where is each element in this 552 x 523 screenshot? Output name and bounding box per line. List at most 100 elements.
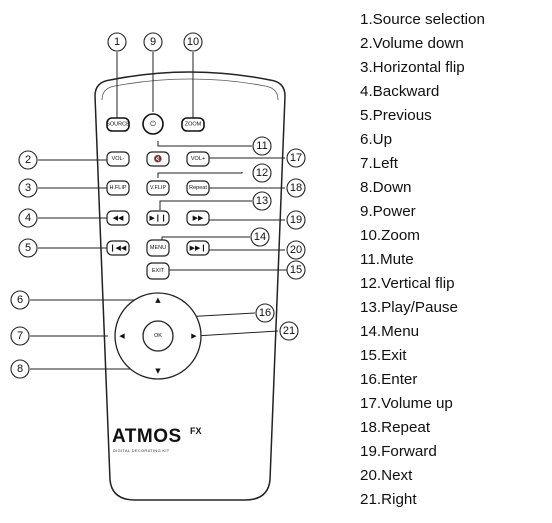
exit-label: EXIT [152,268,165,274]
svg-text:4: 4 [25,212,31,224]
callout-18: 18 [286,178,306,198]
callout-2: 2 [18,150,38,170]
svg-text:10: 10 [187,36,199,48]
next-button[interactable]: ▶▶❙ [186,240,210,256]
play-pause-icon: ▶❙❙ [149,214,166,222]
mute-icon: 🔇 [154,154,163,163]
svg-text:6: 6 [17,294,23,306]
ok-button[interactable]: OK [142,320,174,352]
zoom-button[interactable]: ZOOM [181,117,205,132]
legend-item: 13.Play/Pause [360,299,458,316]
horizontal-flip-button[interactable]: H.FLIP [106,180,130,196]
callout-3: 3 [18,178,38,198]
svg-text:13: 13 [256,195,268,207]
vertical-flip-button[interactable]: V.FLIP [146,180,170,196]
callout-19: 19 [286,210,306,230]
callout-21: 21 [279,321,299,341]
forward-button[interactable]: ▶▶ [186,210,210,226]
svg-text:3: 3 [25,182,31,194]
svg-text:19: 19 [290,214,302,226]
volume-up-label: VOL+ [191,156,205,162]
legend-item: 2.Volume down [360,35,464,52]
down-arrow-icon: ▼ [155,367,161,375]
callout-7: 7 [10,326,30,346]
repeat-label: Repeat [189,185,207,191]
svg-text:20: 20 [290,244,302,256]
zoom-button-label: ZOOM [185,122,202,128]
remote-body-inner-edge [101,78,279,101]
legend-item: 5.Previous [360,107,432,124]
callout-10: 10 [183,32,203,52]
backward-button[interactable]: ◀◀ [106,210,130,226]
brand-name: ATMOS [112,426,182,447]
svg-text:1: 1 [114,36,120,48]
legend-item: 19.Forward [360,443,437,460]
left-arrow-icon: ◀ [119,332,125,340]
up-button[interactable]: ▲ [155,296,161,304]
down-button[interactable]: ▼ [155,367,161,375]
legend-item: 3.Horizontal flip [360,59,465,76]
callout-9: 9 [143,32,163,52]
legend-item: 14.Menu [360,323,420,340]
right-arrow-icon: ▶ [191,332,197,340]
callout-6: 6 [10,290,30,310]
exit-button[interactable]: EXIT [146,262,170,280]
horizontal-flip-label: H.FLIP [109,185,126,191]
next-icon: ▶▶❙ [190,244,207,252]
svg-text:2: 2 [25,154,31,166]
legend-item: 17.Volume up [360,395,453,412]
vertical-flip-label: V.FLIP [150,185,167,191]
legend-item: 9.Power [360,203,416,220]
mute-button[interactable]: 🔇 [146,151,170,167]
power-button[interactable]: ⏻ [142,113,164,135]
brand-tagline: DIGITAL DECORATING KIT [113,448,170,453]
volume-up-button[interactable]: VOL+ [186,151,210,167]
brand-logo: ATMOS FX DIGITAL DECORATING KIT [112,426,202,453]
ok-label: OK [154,333,162,339]
function-legend: 1.Source selection 2.Volume down 3.Horiz… [360,8,485,512]
callout-4: 4 [18,208,38,228]
right-button[interactable]: ▶ [191,332,197,340]
repeat-button[interactable]: Repeat [186,180,210,196]
play-pause-button[interactable]: ▶❙❙ [146,210,170,226]
source-button[interactable]: SOURCE [106,117,130,132]
callout-5: 5 [18,238,38,258]
callout-1: 1 [107,32,127,52]
up-arrow-icon: ▲ [155,296,161,304]
legend-item: 12.Vertical flip [360,275,455,292]
callout-11: 11 [252,136,272,156]
legend-item: 6.Up [360,131,393,148]
legend-item: 7.Left [360,155,398,172]
callout-20: 20 [286,240,306,260]
menu-button[interactable]: MENU [146,239,170,257]
legend-item: 4.Backward [360,83,440,100]
svg-text:7: 7 [17,330,23,342]
callout-16: 16 [255,303,275,323]
legend-item: 15.Exit [360,347,407,364]
svg-text:8: 8 [17,363,23,375]
forward-icon: ▶▶ [193,214,204,222]
legend-item: 1.Source selection [360,11,485,28]
remote-body [94,71,286,501]
callout-8: 8 [10,359,30,379]
legend-item: 11.Mute [360,251,414,268]
svg-text:18: 18 [290,182,302,194]
brand-suffix: FX [190,426,202,436]
volume-down-button[interactable]: VOL- [106,151,130,167]
svg-text:11: 11 [256,140,267,152]
callout-15: 15 [286,260,306,280]
legend-item: 18.Repeat [360,419,431,436]
callout-13: 13 [252,191,272,211]
previous-button[interactable]: ❙◀◀ [106,240,130,256]
callout-17: 17 [286,148,306,168]
legend-item: 20.Next [360,467,413,484]
svg-text:15: 15 [290,264,302,276]
callout-14: 14 [250,227,270,247]
svg-text:5: 5 [25,242,31,254]
callout-12: 12 [252,163,272,183]
previous-icon: ❙◀◀ [110,244,127,252]
svg-text:9: 9 [150,36,156,48]
left-button[interactable]: ◀ [119,332,125,340]
power-icon: ⏻ [150,120,156,128]
